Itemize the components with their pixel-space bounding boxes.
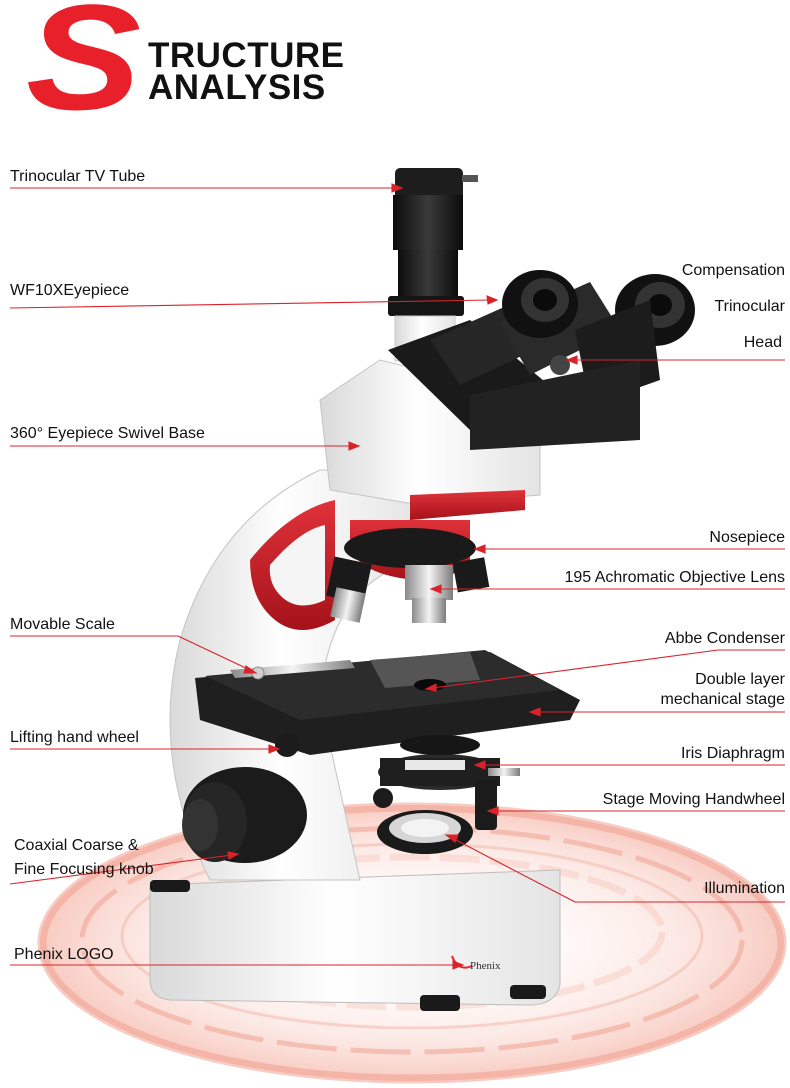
condenser: [378, 735, 520, 790]
label-lifting-hand-wheel: Lifting hand wheel: [10, 729, 139, 746]
header-title-line2: ANALYSIS: [148, 68, 326, 107]
label-abbe-condenser: Abbe Condenser: [664, 630, 785, 647]
label-iris-diaphragm: Iris Diaphragm: [680, 745, 785, 762]
binocular-eyepieces: [388, 270, 695, 450]
leader-lines: [9, 183, 785, 970]
label-head: Head: [743, 334, 782, 351]
label-illumination: Illumination: [704, 880, 785, 897]
label-eyepiece: WF10XEyepiece: [10, 282, 130, 299]
label-compensation: Compensation: [681, 262, 785, 279]
label-swivel-base: 360° Eyepiece Swivel Base: [10, 425, 205, 442]
label-stage-line1: Double layer: [695, 671, 785, 688]
header-big-s: S: [26, 0, 142, 141]
focusing-knobs: [182, 733, 497, 863]
product-logo-text: Phenix: [470, 960, 501, 972]
label-trinocular-tv-tube: Trinocular TV Tube: [10, 168, 146, 185]
label-nosepiece: Nosepiece: [709, 529, 785, 546]
label-focusing-knob-line2: Fine Focusing knob: [14, 861, 154, 878]
microscope-base: [149, 869, 561, 1011]
label-objective-lens: 195 Achromatic Objective Lens: [564, 569, 785, 586]
nosepiece-objectives: [326, 528, 490, 623]
label-movable-scale: Movable Scale: [10, 616, 115, 633]
label-phenix-logo: Phenix LOGO: [14, 946, 114, 963]
label-stage-handwheel: Stage Moving Handwheel: [602, 791, 785, 808]
illumination-port: [377, 810, 473, 854]
label-trinocular: Trinocular: [714, 298, 785, 315]
label-stage-line2: mechanical stage: [660, 691, 785, 708]
label-focusing-knob-line1: Coaxial Coarse &: [14, 837, 139, 854]
mechanical-stage: [195, 650, 580, 755]
header-title-line1: TRUCTURE: [148, 36, 345, 75]
